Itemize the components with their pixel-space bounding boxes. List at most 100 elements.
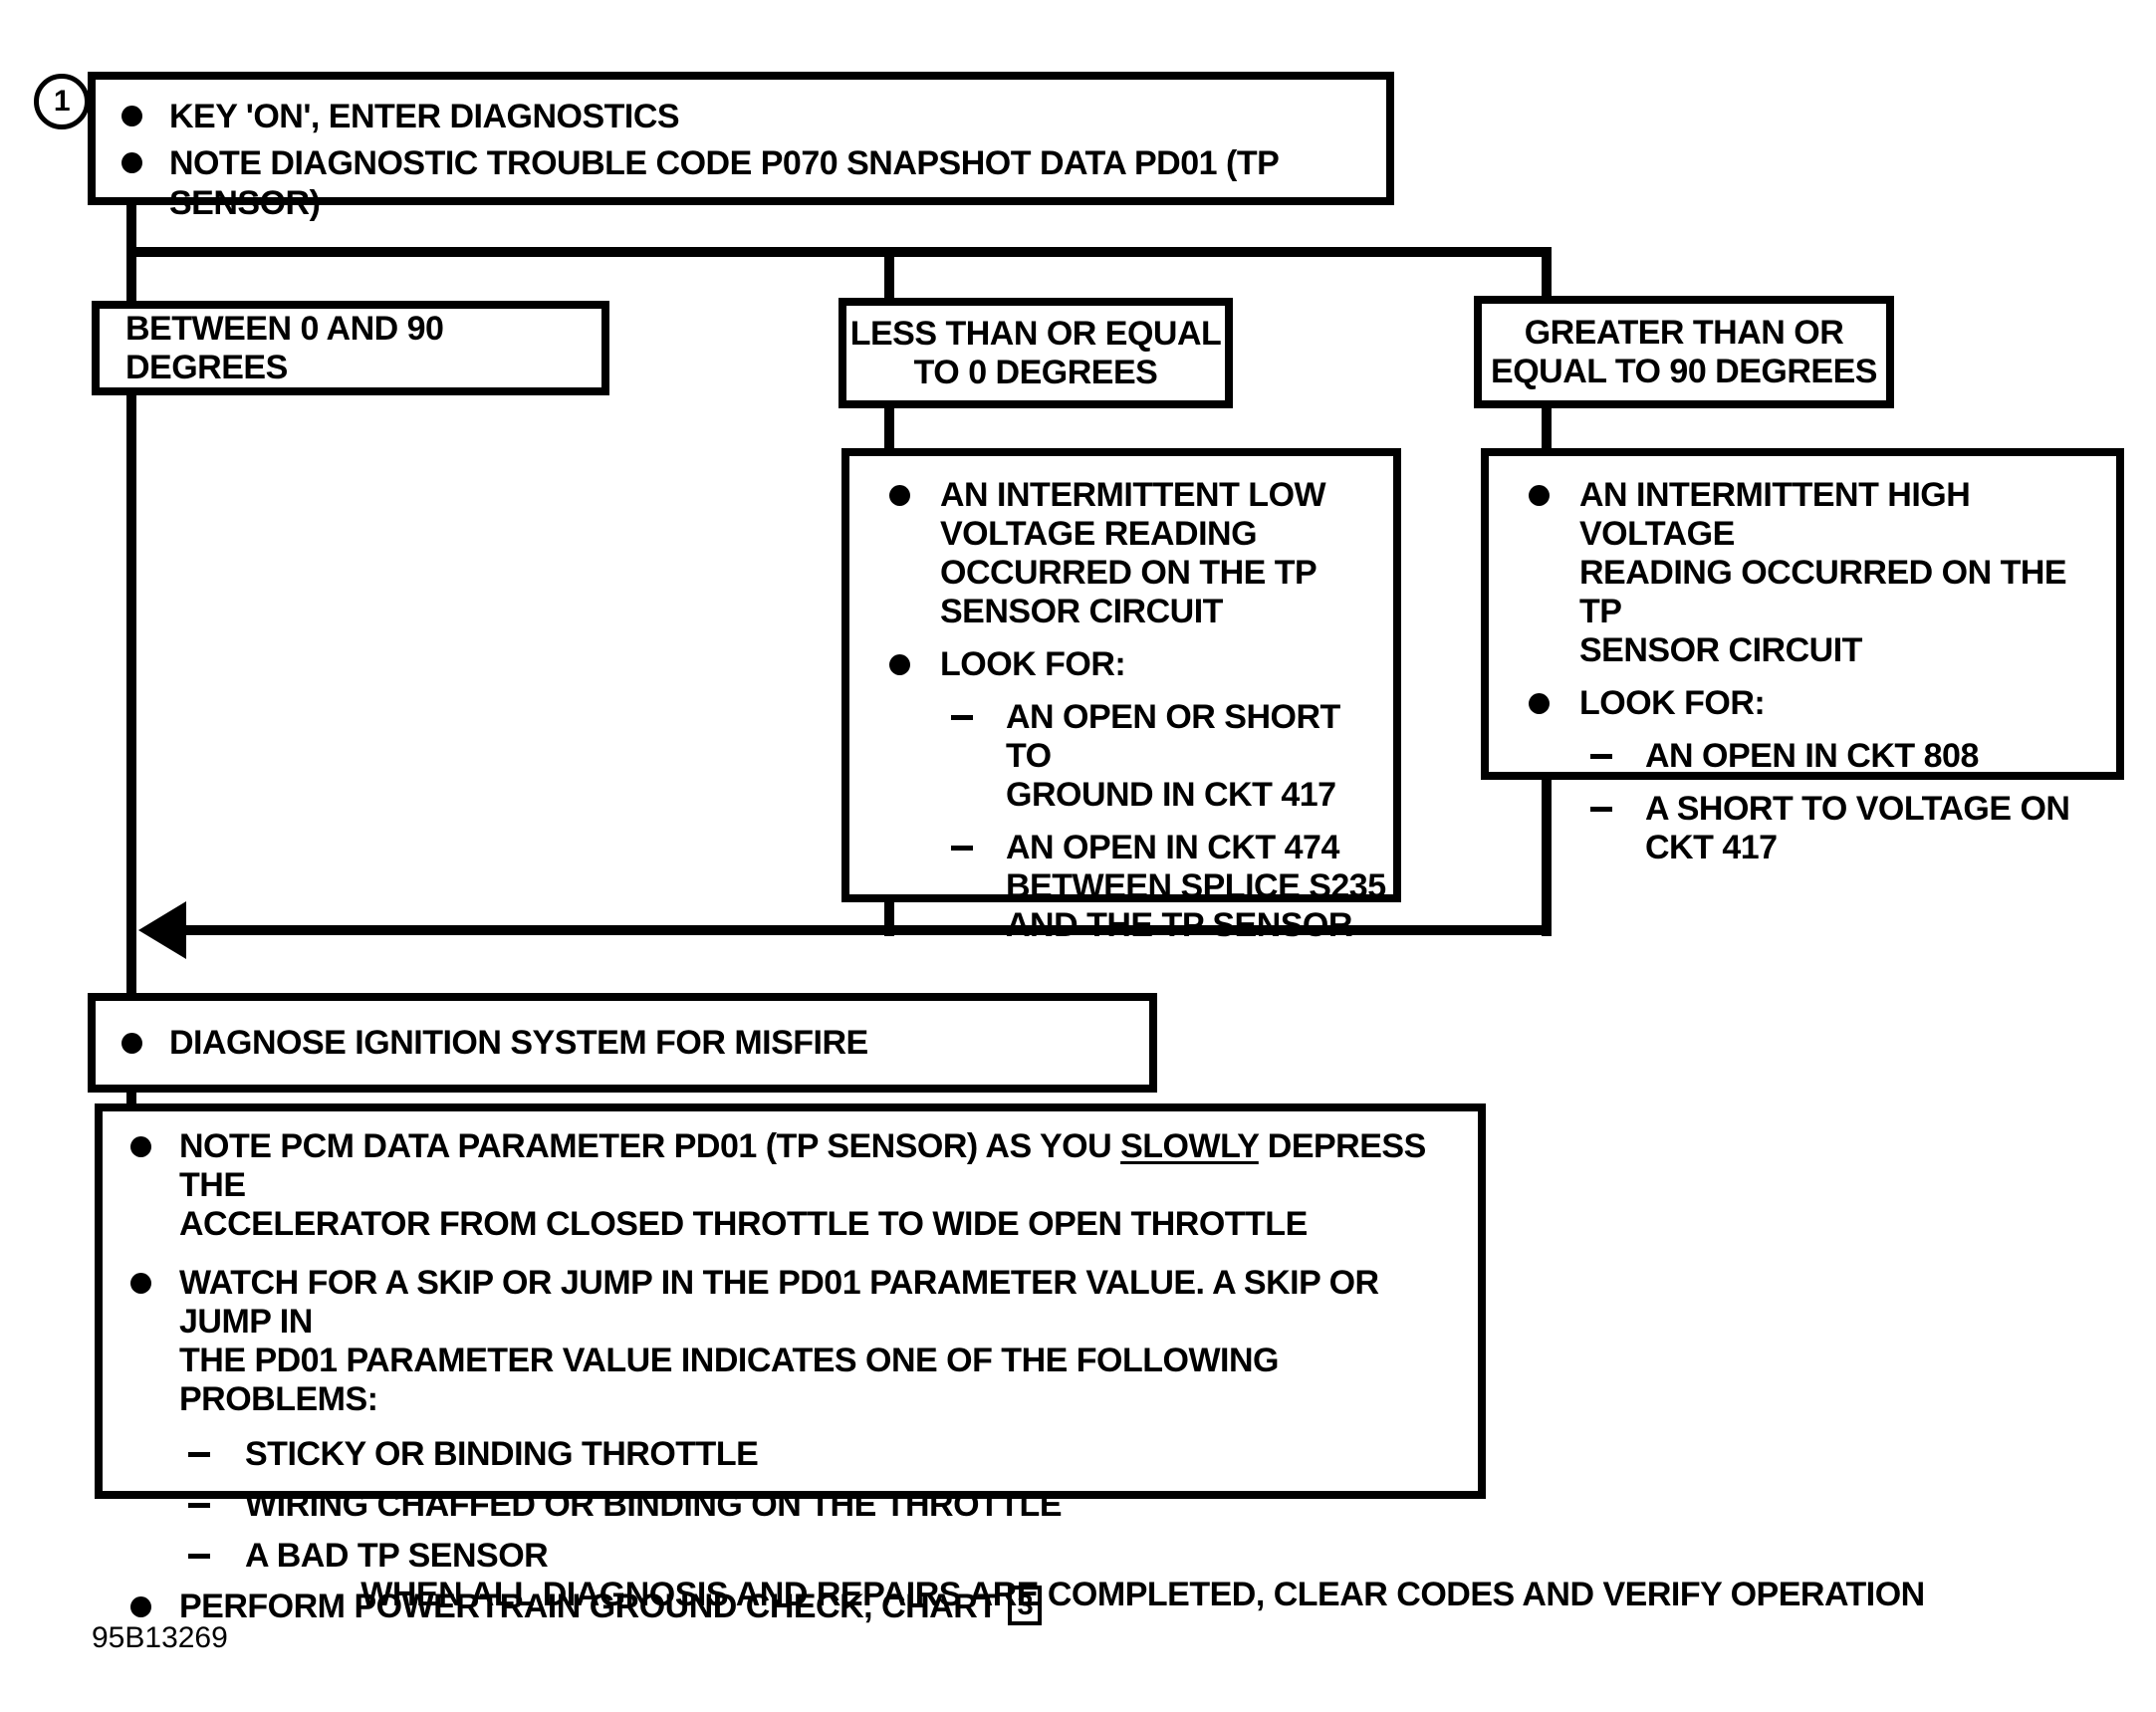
procedure-note-item: NOTE PCM DATA PARAMETER PD01 (TP SENSOR)… (117, 1127, 1464, 1244)
procedure-dash-3-text: A BAD TP SENSOR (245, 1537, 549, 1576)
low-voltage-look-for: LOOK FOR: (940, 645, 1126, 684)
bullet-icon (1529, 485, 1550, 506)
branch-less-equal-0: LESS THAN OR EQUAL TO 0 DEGREES (838, 298, 1233, 408)
note-prefix: NOTE PCM DATA PARAMETER PD01 (TP SENSOR)… (179, 1127, 1121, 1165)
low-voltage-item-2: LOOK FOR: (849, 645, 1393, 684)
bullet-icon (121, 152, 142, 173)
dash-icon (188, 1452, 210, 1457)
high-voltage-look-for: LOOK FOR: (1579, 684, 1766, 723)
low-voltage-detail-box: AN INTERMITTENT LOW VOLTAGE READING OCCU… (841, 448, 1401, 944)
branch-middle-line-1: LESS THAN OR EQUAL (849, 314, 1222, 353)
bullet-icon (889, 654, 910, 675)
text-line: SENSOR CIRCUIT (1579, 631, 1862, 669)
connector-main-vertical (126, 199, 136, 1006)
dash-icon (188, 1554, 210, 1559)
misfire-box: DIAGNOSE IGNITION SYSTEM FOR MISFIRE (88, 993, 1157, 1093)
bullet-icon (889, 485, 910, 506)
high-voltage-dash-2: A SHORT TO VOLTAGE ON CKT 417 (1489, 790, 2116, 867)
high-voltage-dash-1-text: AN OPEN IN CKT 808 (1645, 737, 1979, 776)
connector-right-to-detail (1542, 406, 1552, 450)
text-line: A SHORT TO VOLTAGE ON (1645, 790, 2070, 828)
text-line: AN OPEN IN CKT 808 (1645, 737, 1979, 775)
text-line: AN INTERMITTENT HIGH VOLTAGE (1579, 476, 1971, 553)
procedure-box: NOTE PCM DATA PARAMETER PD01 (TP SENSOR)… (95, 1103, 1486, 1625)
bullet-icon (121, 106, 142, 126)
low-voltage-dash-1-text: AN OPEN OR SHORT TO GROUND IN CKT 417 (1006, 698, 1393, 815)
perform-prefix: PERFORM POWERTRAIN GROUND CHECK, CHART (179, 1588, 1007, 1625)
high-voltage-dash-2-text: A SHORT TO VOLTAGE ON CKT 417 (1645, 790, 2070, 867)
procedure-perform-item: PERFORM POWERTRAIN GROUND CHECK, CHART 3 (117, 1586, 1464, 1628)
start-box-line-1: KEY 'ON', ENTER DIAGNOSTICS (169, 98, 680, 135)
dash-icon (1590, 754, 1612, 759)
text-line: STICKY OR BINDING THROTTLE (245, 1435, 759, 1473)
branch-greater-equal-90: GREATER THAN OR EQUAL TO 90 DEGREES (1474, 296, 1894, 408)
text-line: WIRING CHAFFED OR BINDING ON THE THROTTL… (245, 1486, 1063, 1524)
bullet-icon (121, 1032, 142, 1054)
low-voltage-dash-1: AN OPEN OR SHORT TO GROUND IN CKT 417 (849, 698, 1393, 815)
branch-right-line-2: EQUAL TO 90 DEGREES (1491, 352, 1877, 390)
branch-right-line-1: GREATER THAN OR (1524, 313, 1844, 352)
procedure-dash-1-text: STICKY OR BINDING THROTTLE (245, 1435, 759, 1474)
text-line: AN OPEN IN CKT 474 (1006, 829, 1339, 866)
procedure-dash-1: STICKY OR BINDING THROTTLE (117, 1435, 1464, 1474)
note-suffix: DEPRESS THE (179, 1127, 1426, 1204)
text-line: SENSOR CIRCUIT (940, 593, 1223, 630)
text-line: AND THE TP SENSOR (1006, 906, 1352, 944)
branch-left-label: BETWEEN 0 AND 90 DEGREES (125, 309, 444, 386)
text-line: A BAD TP SENSOR (245, 1537, 549, 1575)
text-line: NOTE PCM DATA PARAMETER PD01 (TP SENSOR)… (179, 1127, 1464, 1205)
high-voltage-detail-box: AN INTERMITTENT HIGH VOLTAGE READING OCC… (1481, 448, 2124, 866)
start-box-line-2: NOTE DIAGNOSTIC TROUBLE CODE P070 SNAPSH… (169, 144, 1279, 222)
high-voltage-item-2: LOOK FOR: (1489, 684, 2116, 723)
procedure-dash-3: A BAD TP SENSOR (117, 1537, 1464, 1576)
bullet-icon (1529, 693, 1550, 714)
text-line: PERFORM POWERTRAIN GROUND CHECK, CHART 3 (179, 1586, 1043, 1628)
text-line: WATCH FOR A SKIP OR JUMP IN THE PD01 PAR… (179, 1264, 1379, 1341)
text-line: ACCELERATOR FROM CLOSED THROTTLE TO WIDE… (179, 1205, 1308, 1243)
text-line: CKT 417 (1645, 829, 1778, 866)
procedure-watch-text: WATCH FOR A SKIP OR JUMP IN THE PD01 PAR… (179, 1264, 1464, 1419)
branch-between-0-and-90: BETWEEN 0 AND 90 DEGREES (92, 301, 609, 395)
high-voltage-item-1: AN INTERMITTENT HIGH VOLTAGE READING OCC… (1489, 476, 2116, 670)
text-line: AN INTERMITTENT LOW (940, 476, 1326, 514)
bullet-icon (130, 1136, 151, 1157)
text-line: VOLTAGE READING (940, 515, 1258, 553)
high-voltage-item-1-text: AN INTERMITTENT HIGH VOLTAGE READING OCC… (1579, 476, 2116, 670)
procedure-dash-2-text: WIRING CHAFFED OR BINDING ON THE THROTTL… (245, 1486, 1063, 1525)
left-arrowhead-icon (138, 901, 186, 959)
connector-right-detail-down (1542, 778, 1552, 936)
start-box-item-1: KEY 'ON', ENTER DIAGNOSTICS (121, 97, 1376, 136)
misfire-label: DIAGNOSE IGNITION SYSTEM FOR MISFIRE (169, 1024, 868, 1062)
bullet-icon (130, 1596, 151, 1617)
text-line: THE PD01 PARAMETER VALUE INDICATES ONE O… (179, 1342, 1279, 1418)
start-box: KEY 'ON', ENTER DIAGNOSTICS NOTE DIAGNOS… (88, 72, 1394, 222)
start-box-item-2: NOTE DIAGNOSTIC TROUBLE CODE P070 SNAPSH… (121, 143, 1376, 223)
bullet-icon (130, 1273, 151, 1294)
connector-middle-detail-down (884, 900, 894, 936)
document-id: 95B13269 (92, 1621, 228, 1654)
note-underlined-word: SLOWLY (1120, 1127, 1259, 1165)
dash-icon (951, 846, 973, 851)
low-voltage-dash-2-text: AN OPEN IN CKT 474 BETWEEN SPLICE S235 A… (1006, 829, 1386, 945)
dash-icon (188, 1503, 210, 1508)
procedure-watch-item: WATCH FOR A SKIP OR JUMP IN THE PD01 PAR… (117, 1264, 1464, 1419)
text-line: GROUND IN CKT 417 (1006, 776, 1336, 814)
low-voltage-dash-2: AN OPEN IN CKT 474 BETWEEN SPLICE S235 A… (849, 829, 1393, 945)
text-line: AN OPEN OR SHORT TO (1006, 698, 1340, 775)
low-voltage-item-1-text: AN INTERMITTENT LOW VOLTAGE READING OCCU… (940, 476, 1326, 631)
chart-3-reference: 3 (1008, 1586, 1043, 1625)
high-voltage-dash-1: AN OPEN IN CKT 808 (1489, 737, 2116, 776)
step-number: 1 (53, 85, 71, 118)
step-number-badge: 1 (34, 74, 90, 129)
low-voltage-item-1: AN INTERMITTENT LOW VOLTAGE READING OCCU… (849, 476, 1393, 631)
connector-branch-rail (126, 247, 1552, 257)
text-line: READING OCCURRED ON THE TP (1579, 554, 2067, 630)
text-line: OCCURRED ON THE TP (940, 554, 1318, 592)
connector-drop-right (1542, 257, 1552, 303)
procedure-note-text: NOTE PCM DATA PARAMETER PD01 (TP SENSOR)… (179, 1127, 1464, 1244)
text-line: LOOK FOR: (940, 645, 1126, 683)
connector-middle-to-detail (884, 406, 894, 450)
procedure-perform-text: PERFORM POWERTRAIN GROUND CHECK, CHART 3 (179, 1586, 1043, 1628)
dash-icon (951, 715, 973, 720)
